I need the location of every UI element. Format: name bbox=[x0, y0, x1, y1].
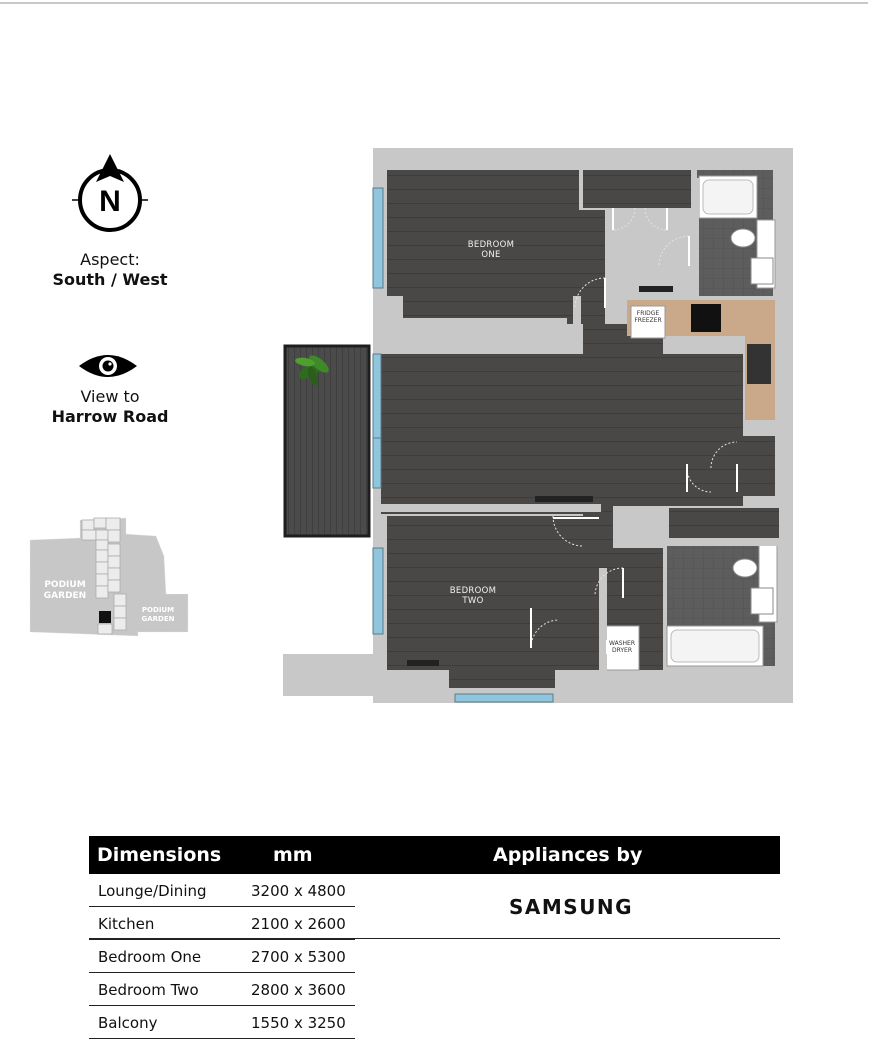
windows bbox=[372, 187, 554, 703]
row-name: Bedroom Two bbox=[98, 981, 199, 999]
lounge-floor bbox=[381, 354, 775, 514]
table-row: Bedroom One 2700 x 5300 bbox=[89, 940, 355, 973]
aspect-value: South / West bbox=[52, 270, 168, 289]
bedroom-one-floor bbox=[387, 170, 605, 324]
row-mm: 2700 x 5300 bbox=[251, 948, 346, 966]
toilet-two-icon bbox=[732, 558, 758, 578]
table-row: Balcony 1550 x 3250 bbox=[89, 1006, 355, 1039]
header-mm: mm bbox=[273, 844, 313, 866]
row-name: Lounge/Dining bbox=[98, 882, 207, 900]
aspect-label: Aspect: bbox=[80, 250, 140, 269]
toilet-one-icon bbox=[730, 228, 756, 248]
table-row: Bedroom Two 2800 x 3600 bbox=[89, 973, 355, 1006]
row-mm: 1550 x 3250 bbox=[251, 1014, 346, 1032]
sink-icon bbox=[747, 344, 771, 384]
north-compass-icon: N bbox=[72, 154, 148, 232]
doors bbox=[530, 208, 738, 648]
table-header: Dimensions mm Appliances by bbox=[89, 836, 780, 874]
floor-plan-drawing bbox=[283, 148, 793, 703]
key-plan-highlight bbox=[99, 611, 111, 623]
samsung-logo: SAMSUNG bbox=[509, 895, 634, 919]
row-mm: 3200 x 4800 bbox=[251, 882, 346, 900]
table-divider bbox=[89, 938, 780, 939]
radiators bbox=[407, 286, 673, 666]
view-label: View to bbox=[80, 387, 140, 406]
row-mm: 2100 x 2600 bbox=[251, 915, 346, 933]
key-plan-map bbox=[29, 517, 189, 637]
top-divider bbox=[0, 2, 868, 4]
table-row: Kitchen 2100 x 2600 bbox=[89, 907, 355, 940]
basin-one-icon bbox=[750, 257, 774, 285]
header-appliances: Appliances by bbox=[493, 844, 643, 866]
balcony bbox=[283, 344, 371, 538]
compass-letter: N bbox=[99, 185, 121, 218]
row-name: Balcony bbox=[98, 1014, 158, 1032]
table-row: Lounge/Dining 3200 x 4800 bbox=[89, 874, 355, 907]
plant-icon bbox=[295, 355, 329, 386]
basin-two-icon bbox=[750, 587, 774, 615]
hob-icon bbox=[691, 304, 721, 332]
row-name: Bedroom One bbox=[98, 948, 202, 966]
bedroom-two-floor bbox=[387, 516, 601, 688]
row-name: Kitchen bbox=[98, 915, 155, 933]
view-value: Harrow Road bbox=[51, 407, 169, 426]
eye-icon bbox=[79, 355, 137, 377]
row-mm: 2800 x 3600 bbox=[251, 981, 346, 999]
header-dimensions: Dimensions bbox=[97, 844, 222, 866]
